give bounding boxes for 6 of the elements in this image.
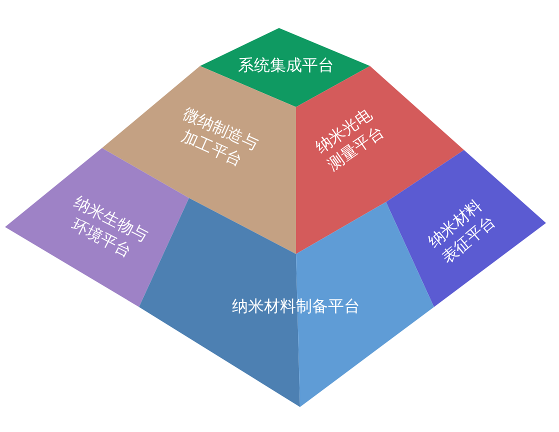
face-label: 纳米生物与环境平台 <box>68 192 152 262</box>
face-label: 纳米材料制备平台 <box>231 296 361 318</box>
face-label: 微纳制造与加工平台 <box>178 104 261 172</box>
face-label: 纳米光电测量平台 <box>312 104 388 176</box>
face-label: 系统集成平台 <box>237 56 335 76</box>
face-label: 纳米材料表征平台 <box>424 196 500 268</box>
